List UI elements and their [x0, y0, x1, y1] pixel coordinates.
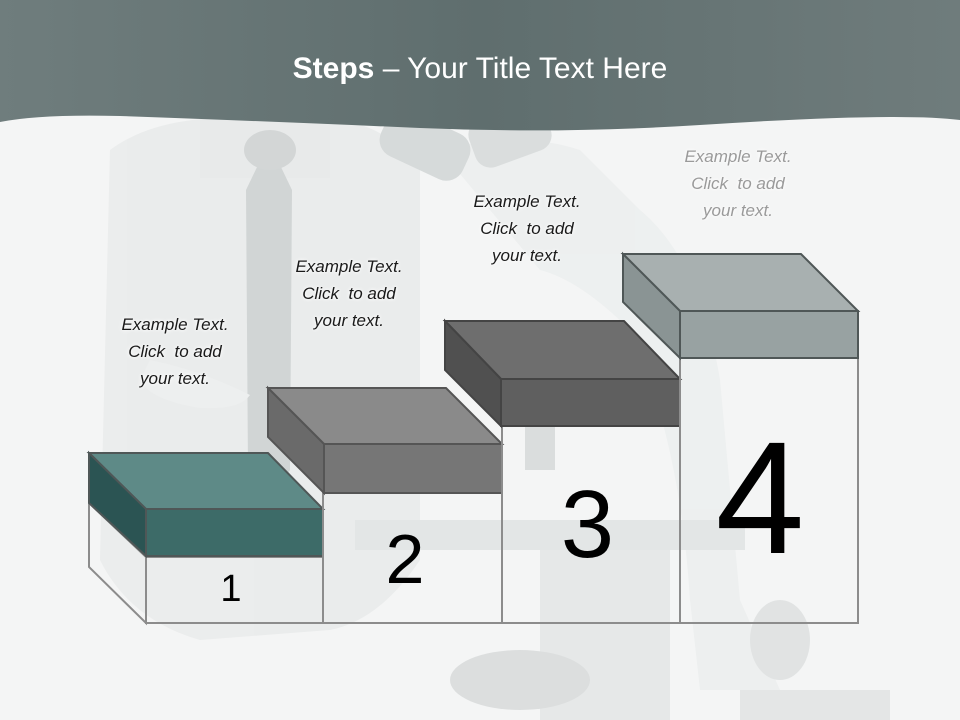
step-4-front-face — [679, 310, 859, 359]
slide-title-bold: Steps — [292, 52, 375, 85]
step-1-caption-line-2: Click to add — [128, 342, 222, 361]
step-1-front-face — [145, 508, 324, 557]
step-4-number: 4 — [715, 408, 805, 587]
step-4-caption[interactable]: Example Text. Click to add your text. — [653, 143, 823, 224]
step-block-2[interactable] — [265, 385, 505, 624]
step-block-1[interactable] — [86, 450, 326, 626]
step-2-number: 2 — [385, 520, 425, 598]
step-4-caption-line-1: Example Text. — [684, 147, 792, 166]
step-4-caption-line-3: your text. — [703, 201, 773, 220]
step-3-front-face — [500, 378, 681, 427]
step-3-caption-line-1: Example Text. — [473, 192, 581, 211]
slide-title-rest: – Your Title Text Here — [374, 52, 668, 85]
step-3-caption-line-3: your text. — [492, 246, 562, 265]
step-block-4[interactable] — [620, 251, 861, 624]
step-1-caption-line-1: Example Text. — [121, 315, 229, 334]
step-2-caption-line-3: your text. — [314, 311, 384, 330]
step-block-3[interactable] — [442, 318, 683, 624]
step-1-caption[interactable]: Example Text. Click to add your text. — [90, 311, 260, 392]
step-3-number: 3 — [560, 471, 615, 578]
slide-title[interactable]: Steps – Your Title Text Here — [0, 52, 960, 86]
step-2-caption[interactable]: Example Text. Click to add your text. — [264, 253, 434, 334]
step-2-front-face — [323, 443, 503, 494]
step-1-caption-line-3: your text. — [140, 369, 210, 388]
step-1-number: 1 — [220, 568, 242, 610]
step-3-caption-line-2: Click to add — [480, 219, 574, 238]
header-band — [0, 0, 960, 131]
step-2-caption-line-1: Example Text. — [295, 257, 403, 276]
step-3-caption[interactable]: Example Text. Click to add your text. — [442, 188, 612, 269]
step-2-caption-line-2: Click to add — [302, 284, 396, 303]
step-4-caption-line-2: Click to add — [691, 174, 785, 193]
